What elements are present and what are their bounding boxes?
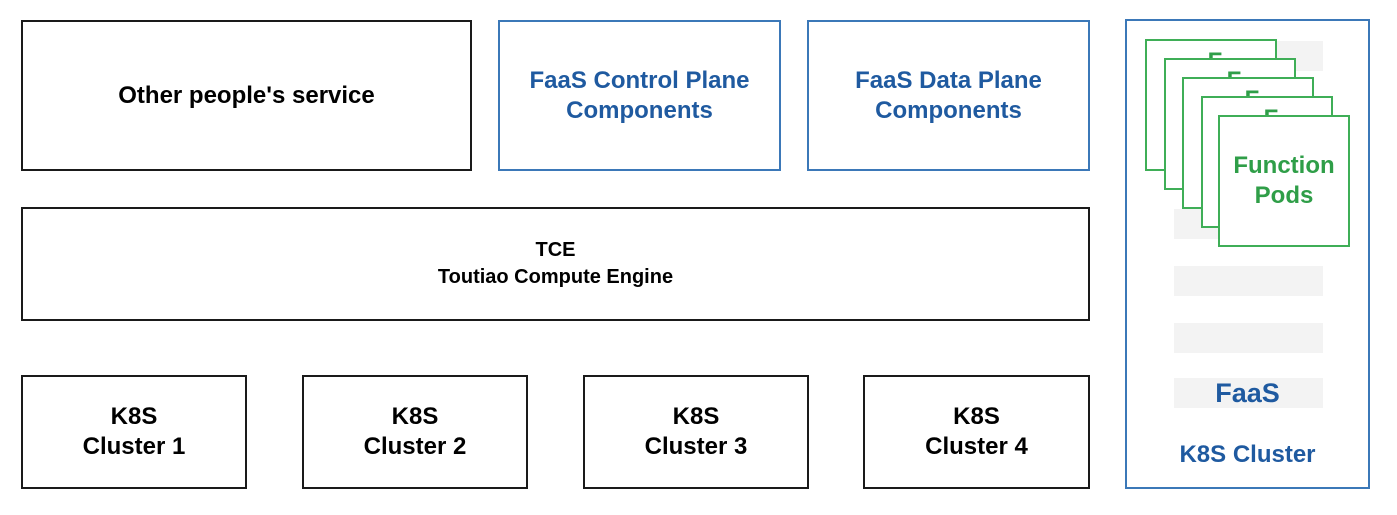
k8s-cluster-4-line1: K8S	[953, 403, 1000, 430]
tce-title: TCE	[535, 239, 576, 261]
k8s-cluster-2-line1: K8S	[391, 403, 439, 430]
k8s-cluster-3-line1: K8S	[672, 403, 720, 430]
function-pods-line2: Pods	[1254, 182, 1314, 209]
k8s-cluster-1-line1: K8S	[110, 403, 158, 430]
faas-data-plane-box: FaaS Data Plane Components	[807, 20, 1090, 171]
panel-stripe	[1174, 266, 1323, 296]
other-service-box: Other people's service	[21, 20, 472, 171]
k8s-cluster-2-box: K8S Cluster 2	[302, 375, 528, 489]
panel-stripe	[1174, 323, 1323, 353]
faas-control-plane-box: FaaS Control Plane Components	[498, 20, 781, 171]
tce-subtitle: Toutiao Compute Engine	[437, 266, 674, 288]
k8s-cluster-1-line2: Cluster 1	[82, 433, 186, 460]
control-plane-line1: FaaS Control Plane	[529, 66, 750, 94]
tce-box: TCE Toutiao Compute Engine	[21, 207, 1090, 321]
faas-title: FaaS	[1215, 378, 1280, 408]
data-plane-line1: FaaS Data Plane	[855, 66, 1042, 94]
k8s-cluster-3-line2: Cluster 3	[644, 433, 748, 460]
control-plane-line2: Components	[566, 96, 713, 124]
panel-stripe	[1174, 378, 1323, 408]
faas-k8s-cluster-subtitle: K8S Cluster	[1179, 441, 1316, 468]
k8s-cluster-1-box: K8S Cluster 1	[21, 375, 247, 489]
other-service-label: Other people's service	[118, 81, 375, 109]
faas-k8s-cluster-box: F F F F Function Pods FaaS K8S Cluster	[1125, 19, 1370, 489]
k8s-cluster-4-box: K8S Cluster 4	[863, 375, 1090, 489]
k8s-cluster-4-line2: Cluster 4	[925, 433, 1028, 460]
function-pods-card: Function Pods	[1218, 115, 1350, 247]
function-pods-line1: Function	[1233, 152, 1335, 179]
k8s-cluster-3-box: K8S Cluster 3	[583, 375, 809, 489]
k8s-cluster-2-line2: Cluster 2	[363, 433, 467, 460]
data-plane-line2: Components	[875, 96, 1022, 124]
